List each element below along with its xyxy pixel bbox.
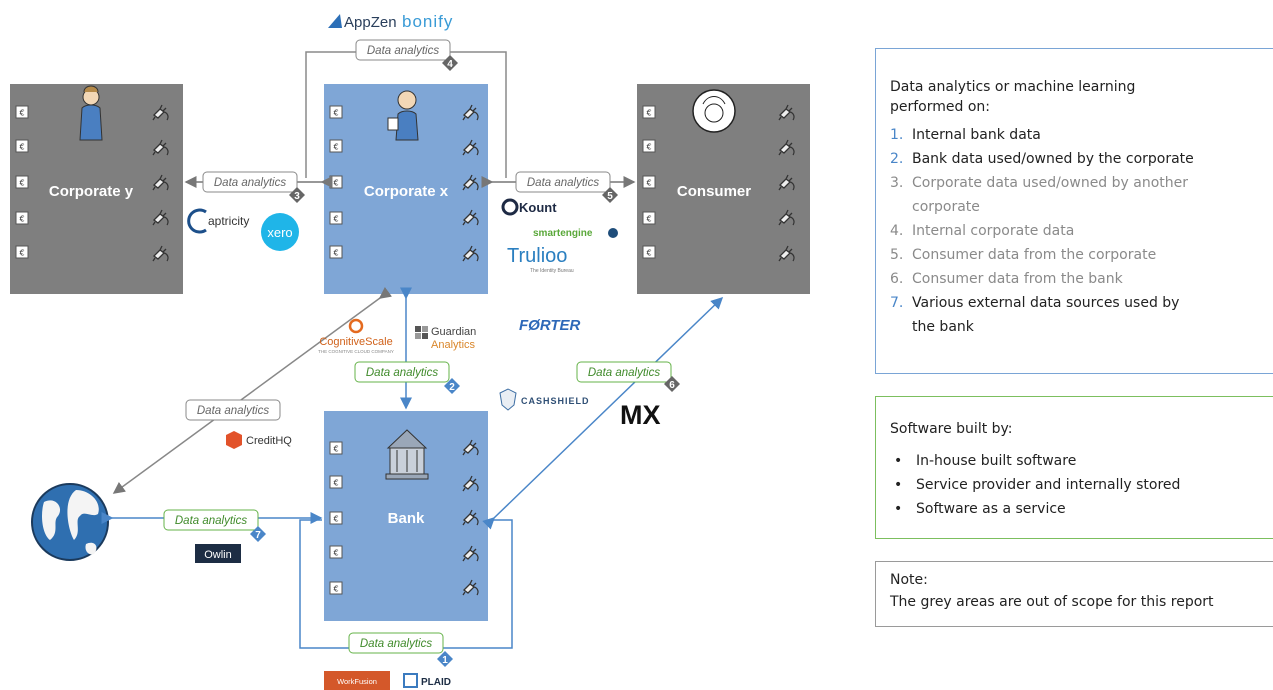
flow-label-external-grey: Data analytics bbox=[185, 399, 281, 421]
svg-text:AppZen: AppZen bbox=[344, 14, 397, 31]
flow-label-4: Data analytics 4 bbox=[355, 39, 458, 71]
legend-item-5: 5.Consumer data from the corporate bbox=[890, 247, 1157, 263]
consumer-face-icon bbox=[692, 89, 736, 133]
bonify-logo: bonify bbox=[402, 12, 453, 31]
flow-line-6 bbox=[482, 296, 724, 530]
svg-text:1: 1 bbox=[442, 655, 448, 666]
svg-text:Trulioo: Trulioo bbox=[507, 245, 567, 267]
trulioo-logo: Trulioo The Identity Bureau bbox=[507, 245, 574, 274]
forter-logo: FØRTER bbox=[519, 317, 581, 334]
svg-text:Analytics: Analytics bbox=[431, 339, 476, 351]
software-legend-panel: Software built by: •In-house built softw… bbox=[875, 396, 1273, 539]
svg-text:7: 7 bbox=[255, 530, 261, 541]
legend-item-4: 4.Internal corporate data bbox=[890, 223, 1075, 239]
flow-label-3: Data analytics 3 bbox=[202, 171, 305, 203]
kount-logo: Kount bbox=[501, 198, 557, 216]
cognitivescale-logo: CognitiveScale THE COGNITIVE CLOUD COMPA… bbox=[318, 318, 394, 354]
captricity-logo: aptricity bbox=[187, 208, 249, 234]
smartengine-logo: smartengine bbox=[533, 228, 618, 239]
svg-text:5: 5 bbox=[607, 191, 613, 202]
analytics-legend-list: 1.Internal bank data 2.Bank data used/ow… bbox=[890, 123, 1273, 339]
node-label-corporate-x: Corporate x bbox=[364, 183, 449, 200]
svg-text:4: 4 bbox=[447, 59, 453, 70]
owlin-logo: Owlin bbox=[195, 544, 241, 563]
credithq-logo: CreditHQ bbox=[226, 431, 292, 449]
software-item: •Service provider and internally stored bbox=[894, 477, 1181, 493]
svg-text:6: 6 bbox=[669, 380, 675, 391]
mx-logo: MX bbox=[620, 400, 661, 430]
flow-label-5: Data analytics 5 bbox=[515, 171, 618, 203]
legend-item-6: 6.Consumer data from the bank bbox=[890, 271, 1123, 287]
flow-label-2: Data analytics 2 bbox=[354, 361, 460, 394]
svg-text:Data analytics: Data analytics bbox=[360, 638, 432, 650]
svg-text:smartengine: smartengine bbox=[533, 228, 593, 239]
legend-item-2: 2.Bank data used/owned by the corporate bbox=[890, 151, 1194, 167]
software-item: •Software as a service bbox=[894, 501, 1066, 517]
svg-text:CASHSHIELD: CASHSHIELD bbox=[521, 396, 590, 406]
svg-text:aptricity: aptricity bbox=[208, 214, 249, 228]
svg-text:xero: xero bbox=[267, 225, 292, 240]
note-panel: Note: The grey areas are out of scope fo… bbox=[875, 561, 1273, 627]
svg-text:PLAID: PLAID bbox=[421, 677, 451, 688]
svg-text:The Identity Bureau: The Identity Bureau bbox=[530, 268, 574, 274]
svg-text:CreditHQ: CreditHQ bbox=[246, 435, 292, 447]
svg-text:2: 2 bbox=[449, 382, 455, 393]
svg-text:Data analytics: Data analytics bbox=[175, 515, 247, 527]
node-label-corporate-y: Corporate y bbox=[49, 183, 134, 200]
flow-label-6: Data analytics 6 bbox=[576, 361, 680, 392]
software-legend-heading: Software built by: bbox=[890, 421, 1013, 437]
svg-text:WorkFusion: WorkFusion bbox=[337, 677, 377, 686]
svg-text:CognitiveScale: CognitiveScale bbox=[319, 336, 392, 348]
svg-text:Data analytics: Data analytics bbox=[527, 177, 599, 189]
data-analytics-diagram: € Corporate y Corporate x Consumer Bank bbox=[10, 12, 810, 690]
analytics-legend-heading: Data analytics or machine learning perfo… bbox=[890, 79, 1136, 115]
software-item: •In-house built software bbox=[894, 453, 1077, 469]
legend-item-1: 1.Internal bank data bbox=[890, 127, 1041, 143]
svg-text:Data analytics: Data analytics bbox=[197, 405, 269, 417]
businesswoman-icon bbox=[79, 85, 103, 141]
workfusion-logo: WorkFusion bbox=[324, 671, 390, 690]
globe-icon bbox=[31, 483, 109, 561]
flow-label-7: Data analytics 7 bbox=[163, 509, 266, 542]
svg-text:Owlin: Owlin bbox=[204, 549, 232, 561]
xero-logo: xero bbox=[261, 213, 299, 251]
svg-text:Guardian: Guardian bbox=[431, 326, 476, 338]
svg-text:THE COGNITIVE CLOUD COMPANY: THE COGNITIVE CLOUD COMPANY bbox=[318, 349, 394, 354]
note-title: Note: bbox=[890, 572, 928, 588]
svg-text:Data analytics: Data analytics bbox=[214, 177, 286, 189]
analytics-legend-panel: Data analytics or machine learning perfo… bbox=[875, 48, 1273, 374]
svg-text:3: 3 bbox=[294, 191, 300, 202]
legend-item-3: 3.Corporate data used/owned by another c… bbox=[890, 175, 1189, 215]
cashshield-logo: CASHSHIELD bbox=[499, 388, 590, 411]
svg-text:Data analytics: Data analytics bbox=[366, 367, 438, 379]
plaid-logo: PLAID bbox=[403, 673, 451, 688]
svg-text:Data analytics: Data analytics bbox=[367, 45, 439, 57]
legend-item-7: 7.Various external data sources used by … bbox=[890, 295, 1180, 335]
node-label-consumer: Consumer bbox=[677, 183, 751, 200]
note-text: The grey areas are out of scope for this… bbox=[890, 594, 1214, 610]
businessman-icon bbox=[387, 90, 419, 141]
guardian-analytics-logo: Guardian Analytics bbox=[415, 326, 476, 351]
flow-line-external-grey bbox=[112, 286, 393, 494]
node-label-bank: Bank bbox=[388, 510, 425, 527]
flow-label-1: Data analytics 1 bbox=[348, 632, 453, 667]
appzen-logo: AppZen bbox=[328, 14, 397, 31]
svg-text:Data analytics: Data analytics bbox=[588, 367, 660, 379]
software-legend-list: •In-house built software •Service provid… bbox=[890, 449, 1273, 521]
svg-text:Kount: Kount bbox=[519, 200, 557, 215]
